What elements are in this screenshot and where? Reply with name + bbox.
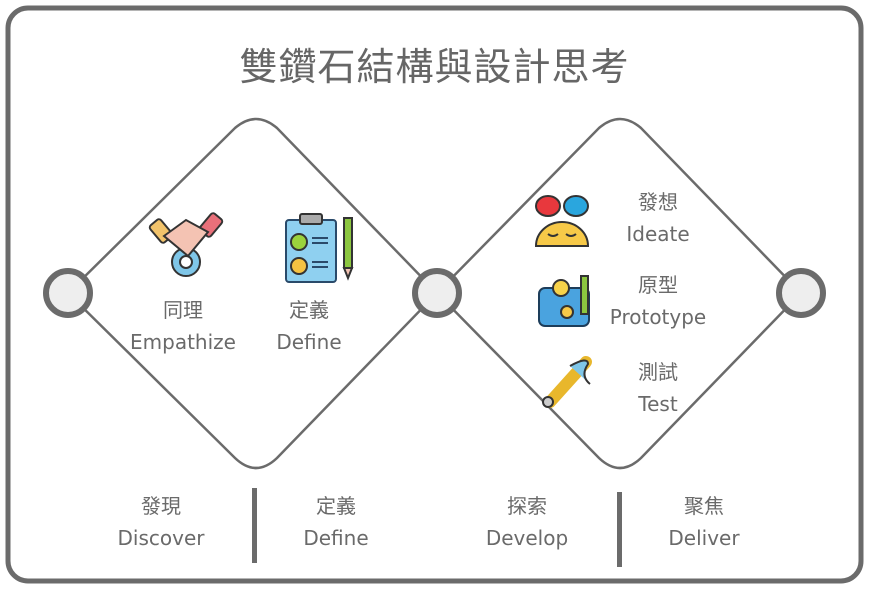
step-label-zh: 測試 [638,360,678,384]
step-label-en: Define [276,330,342,354]
outer-frame [5,5,864,584]
phase-deliver: 聚焦 Deliver [624,490,784,554]
phase-develop: 探索 Develop [447,490,607,554]
rocket-pencil-icon [542,356,592,408]
phase-discover: 發現 Discover [81,490,241,554]
node-middle [412,268,462,318]
step-prototype: 原型 Prototype [578,269,738,333]
page-title: 雙鑽石結構與設計思考 [239,45,630,89]
phase-label-zh: 定義 [316,494,356,518]
node-end [776,268,826,318]
phase-label-en: Discover [117,526,205,550]
phase-label-zh: 發現 [141,494,181,518]
phase-label-en: Develop [485,526,569,550]
phase-label-zh: 探索 [507,494,547,518]
step-define: 定義 Define [229,294,389,358]
step-label-en: Ideate [626,222,690,246]
blueprint-icon [538,275,590,327]
node-start [43,268,93,318]
step-label-zh: 原型 [638,273,678,297]
step-label-zh: 定義 [289,298,329,322]
brainstorm-face-icon [534,195,590,247]
step-label-en: Empathize [130,330,236,354]
step-label-en: Prototype [609,305,707,329]
step-label-en: Test [638,392,678,416]
step-test: 測試 Test [578,356,738,420]
step-label-zh: 同理 [163,298,203,322]
phase-define: 定義 Define [256,490,416,554]
phase-divider [617,492,622,567]
step-empathize: 同理 Empathize [103,294,263,358]
phase-divider [252,488,257,563]
handshake-gear-icon [148,212,224,277]
phase-label-zh: 聚焦 [684,494,724,518]
step-label-zh: 發想 [638,190,678,214]
phase-label-en: Define [303,526,369,550]
clipboard-checklist-icon [285,213,354,283]
step-ideate: 發想 Ideate [578,186,738,250]
phase-label-en: Deliver [668,526,740,550]
